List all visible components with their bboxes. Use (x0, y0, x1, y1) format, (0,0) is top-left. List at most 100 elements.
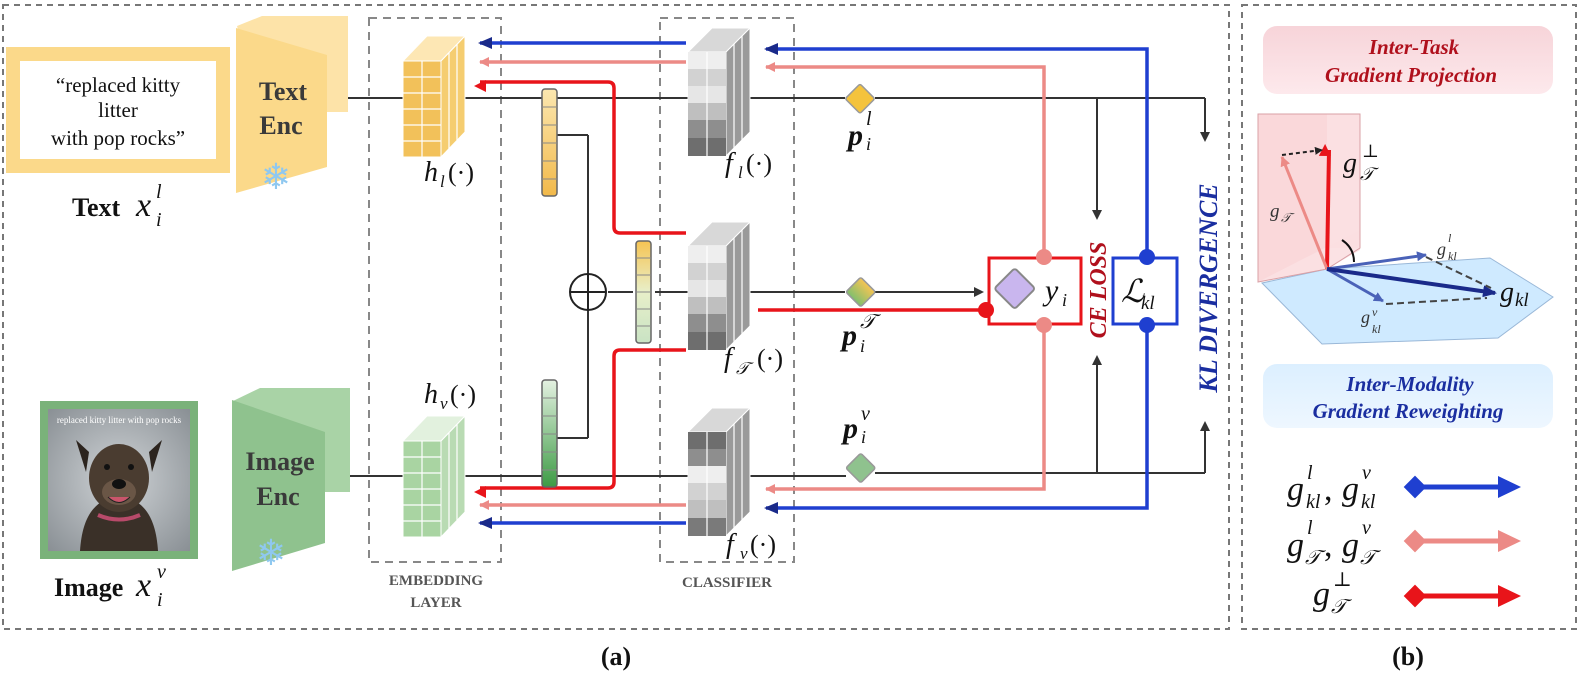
text-encoder: Text Enc ❄ (236, 16, 348, 198)
legend-row-kl: g l kl , g v kl (1287, 462, 1521, 513)
p-fused-sub: i (860, 336, 865, 356)
p-fused-main: p (839, 319, 857, 352)
text-embedding-cube (401, 34, 467, 159)
legend-kl-sup2: v (1362, 462, 1371, 484)
g-kl-v-sup: v (1372, 305, 1378, 319)
h-image-main: h (424, 379, 438, 410)
p-image-sub: i (861, 427, 866, 447)
g-kl-l-label: g l kl (1437, 231, 1457, 263)
p-fused-diamond (845, 277, 876, 307)
meme-caption: replaced kitty litter with pop rocks (57, 415, 182, 425)
image-input-label-sub: i (157, 589, 163, 611)
target-sub: i (1062, 290, 1067, 310)
legend-task-sub2: 𝒯 (1360, 547, 1382, 569)
legend-row-perp: g ⊥ 𝒯 (1313, 569, 1521, 618)
panel-b-caption: (b) (1392, 642, 1424, 671)
target-box: y i (987, 256, 1083, 326)
g-kl-v-main: g (1361, 307, 1370, 327)
snowflake-icon: ❄ (256, 533, 286, 574)
image-input-label-word: Image (54, 573, 123, 602)
inter-task-banner: Inter-Task Gradient Projection (1263, 26, 1553, 94)
legend-row-task: g l 𝒯 , g v 𝒯 (1287, 517, 1521, 569)
image-encoder-line2: Enc (256, 482, 299, 511)
text-classifier-cube (686, 26, 752, 158)
f-fused-arg: (·) (757, 344, 783, 373)
ce-upper-node (1036, 249, 1052, 265)
legend-task-sep: , (1324, 527, 1333, 564)
legend-kl-sep: , (1324, 471, 1333, 508)
f-text-main: f (725, 148, 736, 179)
legend-perp-main1: g (1313, 576, 1330, 613)
kl-divergence-label: KL DIVERGENCE (1194, 183, 1223, 393)
text-input-label-sub: i (156, 209, 162, 231)
classifier-box (659, 17, 795, 563)
fused-feature-column (635, 240, 652, 344)
h-text-sub: l (440, 172, 445, 191)
p-image-diamond (845, 453, 876, 483)
image-feature-column (541, 379, 558, 488)
legend-kl-sub1: kl (1306, 491, 1321, 513)
g-kl-l-sup: l (1448, 231, 1452, 245)
image-embedding-cube (401, 414, 467, 539)
legend-kl-main1: g (1287, 471, 1304, 508)
inter-modality-line1: Inter-Modality (1345, 372, 1474, 396)
kl-sub: kl (1141, 293, 1155, 314)
f-image-sub: v (740, 544, 748, 563)
g-kl-l-main: g (1437, 239, 1446, 259)
legend-kl-sup1: l (1307, 462, 1313, 484)
p-image-label: p v i (840, 403, 870, 447)
inter-task-line2: Gradient Projection (1325, 63, 1497, 87)
f-image-label: f v (·) (726, 529, 776, 563)
f-text-label: f l (·) (725, 148, 772, 182)
legend-task-sup2: v (1362, 517, 1371, 539)
text-input-line-3: with pop rocks” (51, 126, 185, 150)
text-encoder-line1: Text (259, 77, 307, 106)
text-input-box: “replaced kitty litter with pop rocks” (6, 47, 230, 173)
kl-upper-node (1139, 249, 1155, 265)
image-input-label-sup: v (157, 561, 166, 583)
legend-task-main2: g (1342, 527, 1359, 564)
g-kl-v-label: g v kl (1361, 305, 1381, 336)
inter-modality-line2: Gradient Reweighting (1313, 399, 1504, 423)
fused-classifier-cube (686, 220, 752, 352)
embedding-layer-box (368, 17, 502, 563)
f-fused-label: f 𝒯 (·) (724, 343, 783, 378)
legend-task-sup1: l (1307, 517, 1313, 539)
g-kl-label: g kl (1500, 277, 1529, 311)
h-image-arg: (·) (450, 380, 476, 409)
dog-illustration (76, 440, 162, 551)
image-input-label-var: x (135, 567, 151, 604)
panel-a-frame (2, 4, 1230, 630)
f-fused-main: f (724, 343, 735, 374)
f-fused-sub: 𝒯 (736, 359, 754, 378)
inter-task-line1: Inter-Task (1368, 35, 1460, 59)
g-kl-sub: kl (1515, 290, 1529, 311)
h-text-label: h l (·) (424, 157, 474, 191)
legend-perp-sup1: ⊥ (1333, 569, 1352, 591)
g-perp-sup: ⊥ (1362, 141, 1379, 161)
text-input-label: Text x l i (72, 181, 162, 231)
legend-kl-main2: g (1342, 471, 1359, 508)
g-T-main: g (1270, 201, 1280, 222)
f-text-sub: l (738, 163, 743, 182)
text-input-label-word: Text (72, 193, 120, 222)
g-perp-main: g (1343, 148, 1357, 179)
p-text-sup: l (866, 108, 872, 130)
target-main: y (1042, 274, 1059, 307)
panel-b-frame (1241, 4, 1577, 630)
kl-box: ℒ kl (1111, 256, 1179, 326)
snowflake-icon: ❄ (261, 157, 291, 198)
text-input-label-var: x (135, 187, 151, 224)
image-encoder-line1: Image (245, 447, 314, 476)
g-kl-l-sub: kl (1448, 249, 1457, 263)
text-feature-column (541, 88, 558, 197)
ce-loss-label: CE LOSS (1086, 242, 1112, 339)
ce-red-node (978, 302, 994, 318)
image-classifier-cube (686, 406, 752, 538)
p-text-label: p l i (845, 108, 872, 154)
text-input-line-1: “replaced kitty (56, 73, 181, 97)
g-kl-main: g (1500, 277, 1514, 308)
legend-task-main1: g (1287, 527, 1304, 564)
image-input-label: Image x v i (54, 561, 166, 611)
h-text-main: h (424, 157, 438, 188)
